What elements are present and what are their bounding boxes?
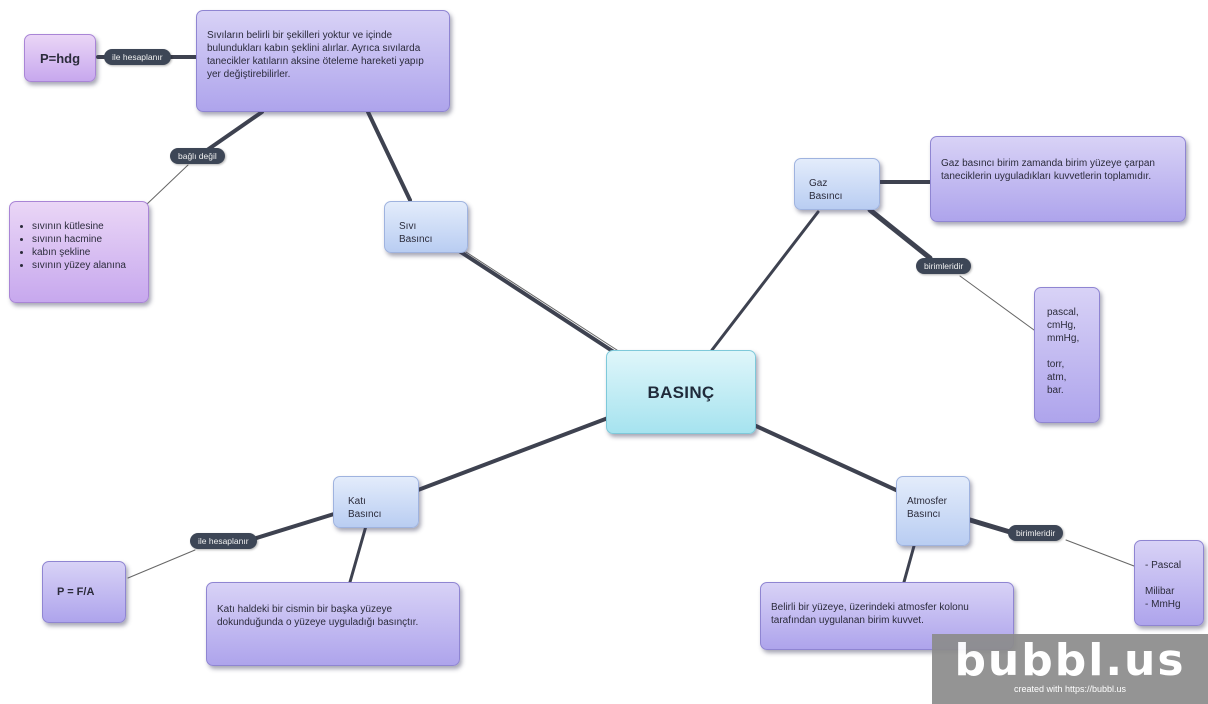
link-label-ile-hesaplanir-1[interactable]: ile hesaplanır [104, 49, 171, 65]
gaz-unit: torr, [1047, 359, 1065, 370]
link-kati-desc [348, 524, 368, 584]
logo-subtext: created with https://bubbl.us [1013, 684, 1127, 694]
logo-text: bubbl.us [954, 635, 1186, 686]
bagli-degil-list: sıvının kütlesine sıvının hacmine kabın … [20, 220, 140, 272]
list-item: sıvının hacmine [32, 233, 140, 246]
node-kati-basinci[interactable]: Katı Basıncı [333, 476, 419, 528]
kati-formula-text: P = F/A [57, 585, 95, 598]
node-gaz-units[interactable]: pascal, cmHg, mmHg, torr, atm, bar. [1034, 287, 1100, 423]
link-label-bagli-degil[interactable]: bağlı değil [170, 148, 225, 164]
gaz-description-text: Gaz basıncı birim zamanda birim yüzeye ç… [941, 158, 1155, 182]
atm-unit: - Pascal [1145, 560, 1182, 571]
node-atmosfer-basinci[interactable]: Atmosfer Basıncı [896, 476, 970, 546]
node-bagli-degil-list[interactable]: sıvının kütlesine sıvının hacmine kabın … [9, 201, 149, 303]
link-center-sivi [448, 243, 622, 358]
atm-unit: - MmHg [1145, 599, 1181, 610]
gaz-unit: atm, [1047, 372, 1067, 383]
node-atmosfer-units[interactable]: - Pascal Milibar - MmHg [1134, 540, 1204, 626]
gaz-unit: bar. [1047, 385, 1064, 396]
list-item: sıvının yüzey alanına [32, 259, 140, 272]
node-sivi-basinci[interactable]: Sıvı Basıncı [384, 201, 468, 253]
gaz-unit: mmHg, [1047, 333, 1080, 344]
node-sivi-title: Sıvı Basıncı [399, 221, 433, 245]
link-center-gaz [710, 210, 820, 352]
link-desc-list [198, 110, 264, 157]
link-atm-desc [902, 544, 916, 584]
node-gaz-basinci[interactable]: Gaz Basıncı [794, 158, 880, 210]
node-gaz-title: Gaz Basıncı [809, 178, 843, 202]
list-item: kabın şekline [32, 246, 140, 259]
link-label-birimleridir-1[interactable]: birimleridir [916, 258, 972, 274]
link-gaz-units [867, 207, 933, 261]
gaz-unit: pascal, [1047, 307, 1079, 318]
link-label-ile-hesaplanir-2[interactable]: ile hesaplanır [190, 533, 257, 549]
kati-description-text: Katı haldeki bir cismin bir başka yüzeye… [217, 604, 419, 628]
atm-unit: Milibar [1145, 586, 1175, 597]
node-kati-formula[interactable]: P = F/A [42, 561, 126, 623]
link-center-atm [754, 424, 898, 492]
link-atm-units [967, 517, 1013, 535]
link-label-birimleridir-2[interactable]: birimleridir [1008, 525, 1064, 541]
sivi-description-text: Sıvıların belirli bir şekilleri yoktur v… [207, 30, 424, 80]
link-sivi-desc [366, 110, 412, 202]
atm-description-text: Belirli bir yüzeye, üzerindeki atmosfer … [771, 602, 969, 626]
center-node[interactable]: BASINÇ [606, 350, 756, 434]
node-sivi-description[interactable]: Sıvıların belirli bir şekilleri yoktur v… [196, 10, 450, 112]
gaz-unit [1047, 345, 1099, 358]
node-atm-title: Atmosfer Basıncı [907, 496, 948, 520]
node-gaz-description[interactable]: Gaz basıncı birim zamanda birim yüzeye ç… [930, 136, 1186, 222]
node-formula-phdg[interactable]: P=hdg [24, 34, 96, 82]
atm-unit [1145, 572, 1203, 585]
node-kati-description[interactable]: Katı haldeki bir cismin bir başka yüzeye… [206, 582, 460, 666]
bubblus-logo: bubbl.us created with https://bubbl.us [932, 634, 1208, 704]
link-center-kati [416, 416, 610, 492]
node-kati-title: Katı Basıncı [348, 496, 382, 520]
list-item: sıvının kütlesine [32, 220, 140, 233]
formula-phdg-text: P=hdg [39, 50, 81, 66]
gaz-unit: cmHg, [1047, 320, 1076, 331]
link-kati-formula [248, 512, 336, 542]
center-title: BASINÇ [647, 382, 715, 402]
